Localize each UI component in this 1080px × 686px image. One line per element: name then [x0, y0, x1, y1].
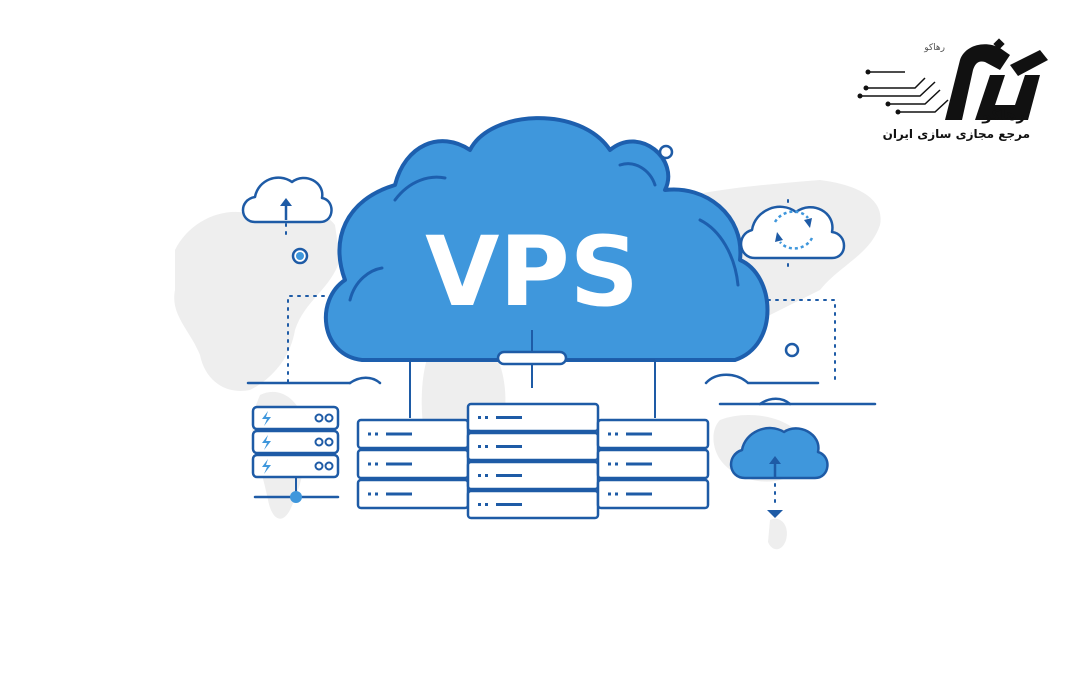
logo-script-mark: رهاکو [923, 43, 945, 53]
server-unit [596, 448, 710, 480]
cloud-sync-icon [739, 205, 846, 260]
server-unit [596, 418, 710, 450]
logo-tagline: مرجع مجازی سازی ایران [883, 127, 1030, 141]
server-unit [466, 489, 600, 520]
vps-title: VPS [425, 216, 639, 328]
vps-cloud: VPS [323, 116, 770, 362]
circuit-dots [857, 69, 901, 115]
cloud-download-icon [729, 426, 829, 518]
server-unit [596, 478, 710, 510]
logo-mark [945, 38, 1048, 120]
power-bolt-icon [262, 411, 271, 474]
server-rack-icon [251, 405, 340, 503]
server-stacks [356, 402, 710, 520]
cloud-server-links [409, 330, 656, 418]
server-unit [466, 431, 600, 462]
server-unit [356, 418, 470, 450]
circuit-lines [862, 71, 949, 113]
brand-logo: رهاکو رهاکو مرجع مجازی سازی ایران [857, 38, 1048, 141]
server-unit [466, 460, 600, 491]
server-unit [466, 402, 600, 433]
ground-lines [246, 373, 877, 499]
decor-rings [658, 144, 800, 358]
server-unit [356, 448, 470, 480]
cloud-upload-icon [241, 176, 333, 265]
server-unit [356, 478, 470, 510]
logo-name: رهاکو [981, 106, 1025, 124]
